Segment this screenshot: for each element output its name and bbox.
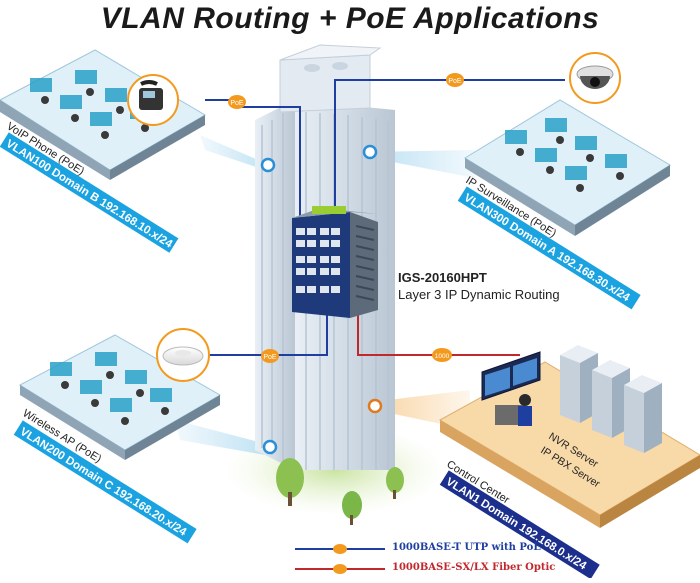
monitor-wall-icon [481,351,541,426]
beam-voip [200,135,270,170]
legend-fiber-label: 1000BASE-SX/LX Fiber Optic [392,562,556,573]
trees [276,458,404,525]
poe-badge: PoE [261,349,279,363]
voip-office-floor [0,49,206,180]
server-racks-icon [560,345,662,453]
wireless-ap-icon [156,328,210,382]
connection-points [260,144,383,455]
legend-utp-label: 1000BASE-T UTP with PoE [392,542,541,553]
voip-phone-icon [127,74,179,126]
svg-text:PoE: PoE [263,354,277,361]
legend-utp-line [295,544,385,554]
svg-text:1000: 1000 [435,353,450,360]
svg-text:PoE: PoE [448,78,462,85]
page-title: VLAN Routing + PoE Applications [100,2,600,35]
cables [205,79,565,356]
wireless-office-floor [18,334,222,460]
surveillance-office-floor [464,99,671,236]
legend-fiber-line [295,564,385,574]
fiber-badge: 1000 [432,348,452,362]
device-name: IGS-20160HPT [398,270,487,285]
beam-wireless [175,420,270,455]
switch-igs-20160hpt [292,206,378,318]
beam-surveillance [370,150,475,178]
device-description: Layer 3 IP Dynamic Routing [398,287,560,302]
poe-badge: PoE [446,73,464,87]
ip-camera-icon [569,52,621,104]
control-center-floor [438,361,700,528]
svg-text:PoE: PoE [230,100,244,107]
poe-badge: PoE [228,95,246,109]
